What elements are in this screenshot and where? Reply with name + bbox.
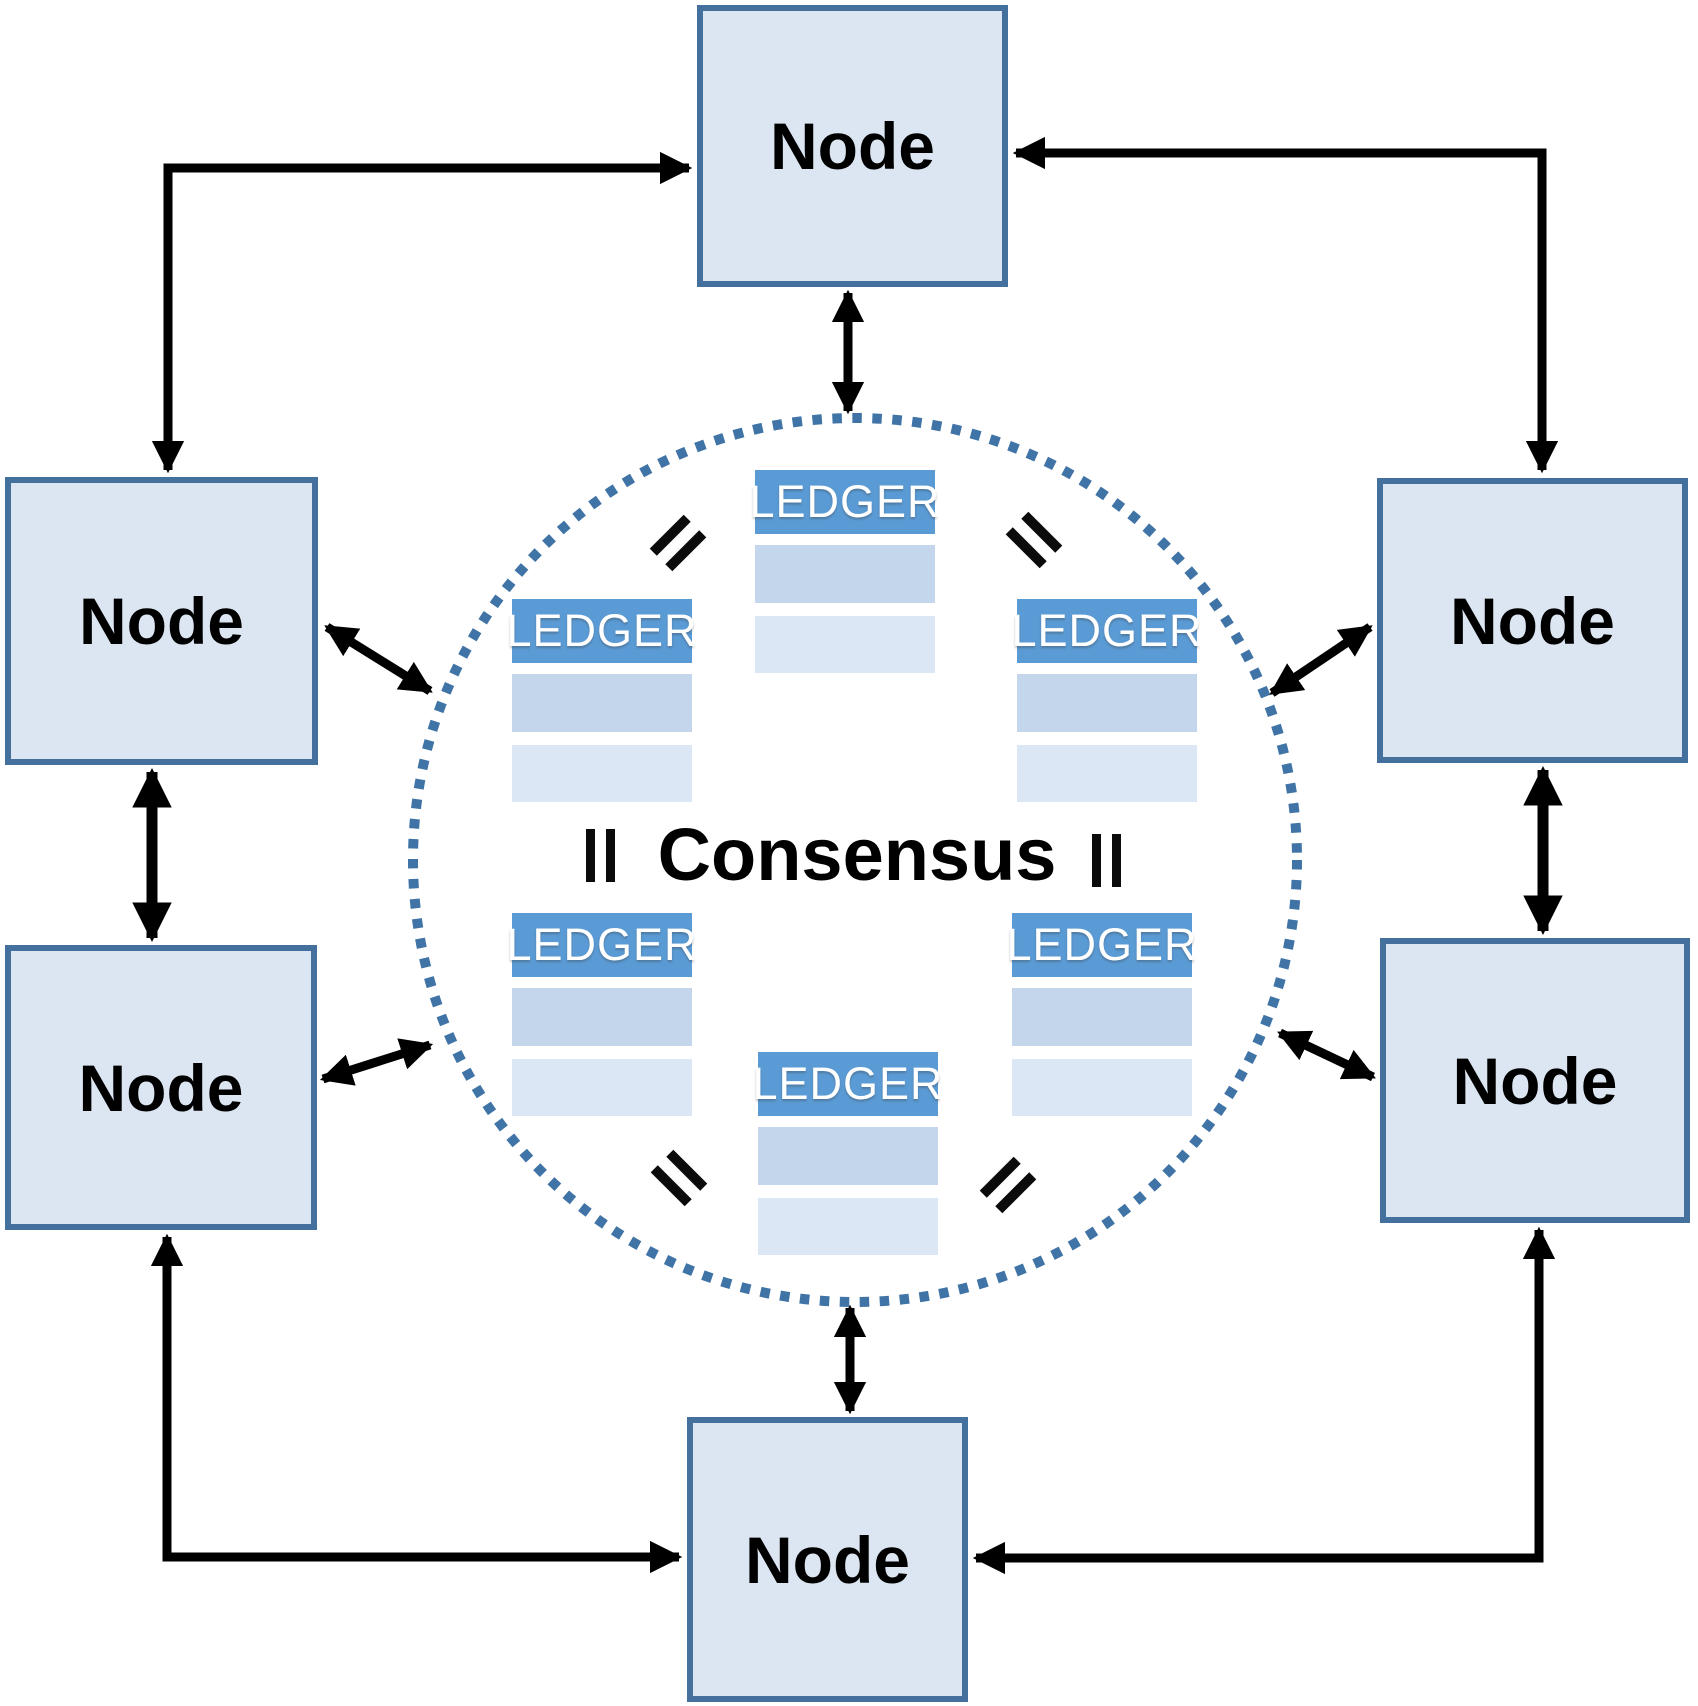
ledger-header: LEDGER [506,599,697,663]
ledger-header: LEDGER [752,1052,943,1116]
ledger-lower-left: LEDGER [506,913,697,1116]
consensus-label: Consensus [657,813,1057,896]
ledger-row [758,1127,938,1185]
equals-bar [606,829,615,882]
equals-icon [1092,834,1121,887]
ledger-upper-left: LEDGER [506,599,697,802]
equals-icon [586,829,615,882]
ledger-row [1012,1059,1192,1116]
ledger-row [755,545,935,603]
ledger-lower-right: LEDGER [1006,913,1197,1116]
node-box-top: Node [697,5,1008,287]
arrow-elbow-top-left [151,151,693,474]
arrow-elbow-bottom-right [972,1226,1556,1575]
ledger-row [758,1198,938,1255]
ledger-header: LEDGER [749,470,940,534]
node-box-right-lower: Node [1380,938,1690,1223]
node-box-left-upper: Node [5,477,318,765]
ledger-row [1017,745,1197,802]
arrow-left-upper-node-to-circle [324,623,433,695]
arrow-right-upper-node-to-circle [1269,623,1373,697]
ledger-row [512,745,692,802]
equals-bar [1112,834,1121,887]
ledger-header: LEDGER [506,913,697,977]
equals-bar [1092,834,1101,887]
ledger-row [512,1059,692,1116]
ledger-header: LEDGER [1006,913,1197,977]
ledger-row [1017,674,1197,732]
ledger-row [512,988,692,1046]
arrow-left-lower-node-to-circle [319,1038,434,1086]
ledger-bottom-center: LEDGER [752,1052,943,1255]
ledger-row [512,674,692,732]
ledger-header: LEDGER [1011,599,1202,663]
node-box-bottom: Node [687,1417,968,1702]
node-box-left-lower: Node [5,945,317,1230]
arrow-right-lower-node-to-circle [1277,1028,1376,1082]
equals-bar [586,829,595,882]
ledger-upper-right: LEDGER [1011,599,1202,802]
arrow-elbow-bottom-left [150,1233,683,1574]
consensus-dotted-circle [408,413,1302,1307]
ledger-top-center: LEDGER [749,470,940,673]
node-box-right-upper: Node [1377,478,1688,763]
ledger-row [755,616,935,673]
arrow-elbow-top-right [1012,136,1559,474]
ledger-row [1012,988,1192,1046]
